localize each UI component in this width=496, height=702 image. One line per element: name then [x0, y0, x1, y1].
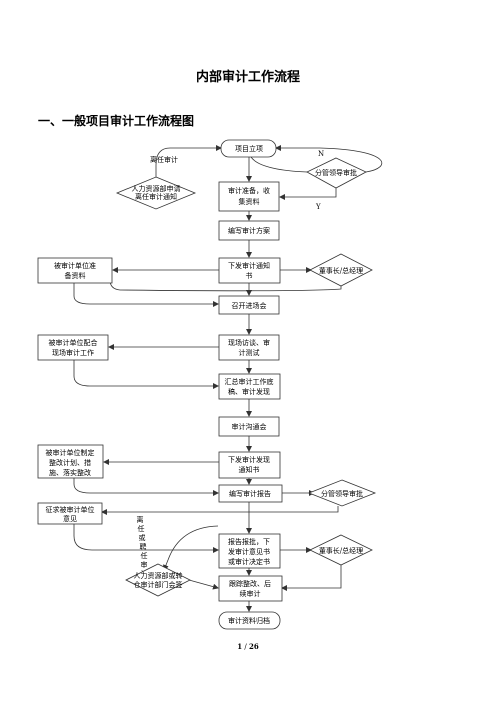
svg-text:被审计单位准: 被审计单位准 [54, 261, 96, 270]
svg-text:报告报批，下: 报告报批，下 [228, 537, 270, 546]
node-submit-report: 报告报批，下 发审计意见书 或审计决定书 [218, 533, 281, 569]
node-audit-prepare: 审计准备，收 集资料 [218, 181, 280, 212]
svg-text:被审计单位配合: 被审计单位配合 [49, 338, 98, 347]
node-communication-meeting: 审计沟通会 [218, 416, 280, 437]
svg-text:审计资料归档: 审计资料归档 [228, 616, 270, 625]
page-footer: 1 / 26 [0, 642, 496, 651]
svg-text:现场访谈、审: 现场访谈、审 [228, 338, 270, 347]
svg-text:编写审计方案: 编写审计方案 [228, 226, 270, 235]
svg-text:聘: 聘 [140, 542, 147, 551]
svg-text:发审计意见书: 发审计意见书 [228, 547, 270, 556]
svg-text:审计准备，收: 审计准备，收 [228, 186, 270, 195]
vertical-departure-label: 离 任 或 聘 任 审 计 [137, 515, 148, 578]
node-archive: 审计资料归档 [218, 611, 281, 630]
svg-text:汇总审计工作底: 汇总审计工作底 [225, 377, 274, 386]
svg-text:仓审计部门会签: 仓审计部门会签 [134, 580, 183, 589]
node-leader-approval-2: 分管领导审批 [307, 479, 377, 507]
node-chairman-2: 董事长/总经理 [309, 534, 373, 566]
svg-text:董事长/总经理: 董事长/总经理 [319, 266, 363, 275]
node-audit-plan: 编写审计方案 [218, 220, 280, 241]
svg-text:审计沟通会: 审计沟通会 [232, 422, 267, 431]
svg-text:下发审计通知: 下发审计通知 [228, 261, 270, 270]
svg-text:或审计决定书: 或审计决定书 [228, 557, 270, 566]
document-title: 内部审计工作流程 [195, 70, 300, 85]
svg-text:董事长/总经理: 董事长/总经理 [319, 546, 363, 555]
svg-text:书: 书 [246, 271, 253, 280]
svg-text:集资料: 集资料 [239, 197, 260, 206]
node-kickoff-meeting: 召开进场会 [218, 295, 280, 315]
svg-text:施、落实整改: 施、落实整改 [49, 468, 91, 477]
svg-text:现场审计工作: 现场审计工作 [52, 348, 94, 357]
svg-text:或: 或 [139, 533, 146, 542]
node-hr-countersign: 人力资源部或转 仓审计部门会签 [125, 563, 191, 597]
node-write-report: 编写审计报告 [218, 484, 283, 503]
svg-text:下发审计发现: 下发审计发现 [228, 455, 270, 464]
svg-text:任: 任 [141, 551, 148, 560]
node-opinion: 征求被审计单位 意见 [37, 502, 103, 525]
section-heading: 一、一般项目审计工作流程图 [38, 114, 195, 128]
svg-text:编写审计报告: 编写审计报告 [229, 489, 271, 498]
svg-text:计测试: 计测试 [239, 348, 260, 357]
node-leader-approval-1: 分管领导审批 [306, 157, 367, 189]
svg-text:备资料: 备资料 [65, 271, 86, 280]
flow-connectors [73, 145, 383, 612]
svg-text:分管领导审批: 分管领导审批 [321, 489, 363, 498]
svg-text:被审计单位制定: 被审计单位制定 [46, 448, 95, 457]
svg-text:续审计: 续审计 [240, 589, 261, 598]
svg-text:跟踪整改、后: 跟踪整改、后 [229, 579, 271, 588]
page-number: 1 [237, 642, 243, 651]
svg-text:召开进场会: 召开进场会 [232, 301, 267, 310]
page-total: 26 [248, 642, 259, 651]
node-auditee-rectify: 被审计单位制定 整改计划、措 施、落实整改 [37, 444, 104, 479]
node-auditee-cooperate: 被审计单位配合 现场审计工作 [37, 334, 109, 361]
svg-text:分管领导审批: 分管领导审批 [315, 168, 357, 177]
node-chairman-1: 董事长/总经理 [309, 253, 373, 287]
node-auditee-prepare: 被审计单位准 备资料 [37, 257, 113, 284]
node-hr-departure-notice: 人力资源部申请 离任审计通知 [115, 176, 197, 210]
svg-text:审: 审 [141, 560, 148, 569]
node-field-interview: 现场访谈、审 计测试 [218, 334, 280, 361]
node-project-start: 项目立项 [220, 139, 277, 158]
svg-text:整改计划、措: 整改计划、措 [49, 458, 91, 467]
svg-text:任: 任 [138, 524, 145, 533]
label-departure-audit: 离任审计 [150, 155, 178, 164]
svg-text:离任审计通知: 离任审计通知 [135, 192, 177, 201]
svg-text:稿、审计发现: 稿、审计发现 [228, 387, 270, 396]
svg-text:意见: 意见 [63, 514, 77, 523]
node-audit-notice: 下发审计通知 书 [218, 257, 281, 284]
svg-text:人力资源部申请: 人力资源部申请 [132, 184, 181, 193]
svg-text:征求被审计单位: 征求被审计单位 [46, 505, 95, 514]
label-no: N [318, 150, 324, 158]
svg-text:项目立项: 项目立项 [235, 144, 263, 153]
svg-text:离: 离 [137, 515, 144, 524]
node-summary: 汇总审计工作底 稿、审计发现 [218, 373, 281, 400]
node-followup: 跟踪整改、后 续审计 [218, 575, 283, 602]
svg-text:通知书: 通知书 [239, 465, 260, 474]
node-findings-notice: 下发审计发现 通知书 [218, 451, 281, 479]
label-yes: Y [315, 203, 321, 211]
page-separator: / [244, 643, 247, 651]
svg-text:人力资源部或转: 人力资源部或转 [134, 571, 183, 580]
